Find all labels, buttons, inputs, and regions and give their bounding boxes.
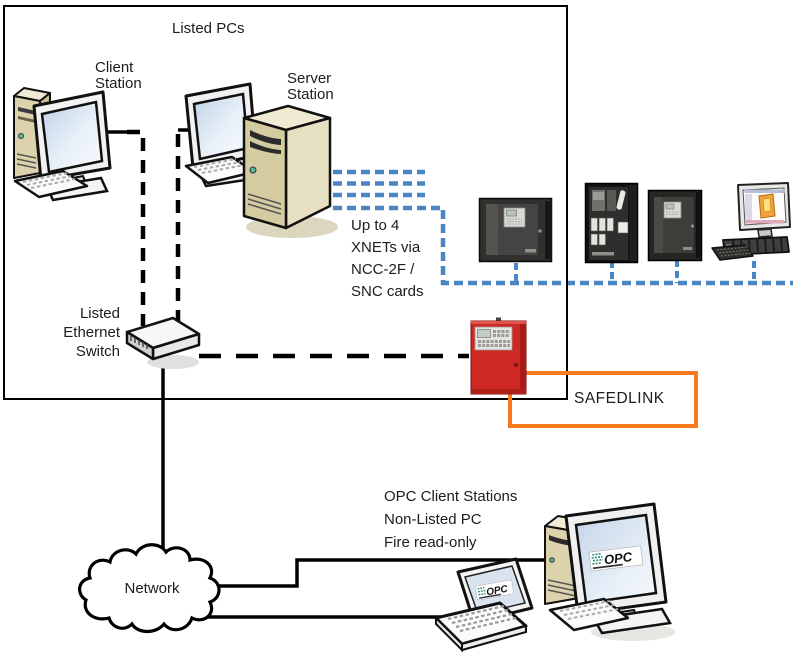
- client-station-illustration: [13, 87, 112, 202]
- server-station-label: Server Station: [287, 70, 334, 103]
- crt-monitor-icon: [737, 182, 791, 238]
- opc-note: OPC Client Stations Non-Listed PC Fire r…: [384, 488, 518, 551]
- network-to-opc-desktop-link: [210, 558, 548, 588]
- ethernet-switch-illustration: [125, 316, 201, 369]
- server-tower-icon: [242, 104, 332, 230]
- handset-icon: [615, 189, 627, 211]
- fire-panel-2-illustration: [647, 189, 703, 262]
- safedlink-label: SAFEDLINK: [574, 390, 665, 407]
- workstation-keyboard-icon: [711, 244, 754, 261]
- server-monitor-icon: [184, 82, 260, 188]
- network-label: Network: [124, 580, 180, 597]
- opc-keyboard-icon: [548, 597, 630, 632]
- client-to-switch-link: [127, 129, 146, 326]
- opc-laptop-illustration: OPC: [434, 557, 534, 653]
- svg-text:OPC: OPC: [603, 549, 633, 567]
- fire-panel-1-illustration: [478, 197, 553, 263]
- xnet-bus: [333, 205, 793, 286]
- panel-modules: [590, 217, 629, 246]
- pc-monitor-icon: [32, 90, 112, 202]
- network-cloud-illustration: [78, 543, 221, 634]
- listed-pcs-boundary-box: [3, 5, 568, 400]
- fire-workstation-illustration: [711, 182, 791, 261]
- pc-keyboard-icon: [13, 169, 89, 199]
- ethernet-switch-label: Listed Ethernet Switch: [63, 305, 120, 360]
- svg-text:OPC: OPC: [485, 584, 509, 599]
- safedlink-panel-illustration: [470, 317, 527, 395]
- laptop-keyboard-icon: [434, 601, 528, 653]
- cloud-icon: [78, 543, 221, 634]
- listed-pcs-label: Listed PCs: [172, 20, 245, 37]
- safedlink-box: SAFEDLINK: [508, 371, 698, 428]
- opc-logo: OPC: [588, 545, 644, 572]
- client-station-label: Client Station: [95, 59, 142, 92]
- opc-desktop-illustration: OPC: [544, 502, 675, 641]
- switch-icon: [125, 316, 201, 361]
- xnet-note: Up to 4 XNETs via NCC-2F / SNC cards: [351, 217, 424, 300]
- laptop-screen-icon: OPC: [456, 557, 534, 624]
- server-station-illustration: [184, 82, 338, 238]
- fire-panel-open-illustration: [584, 182, 639, 264]
- opc-logo: OPC: [474, 579, 515, 601]
- opc-monitor-icon: OPC: [564, 502, 672, 635]
